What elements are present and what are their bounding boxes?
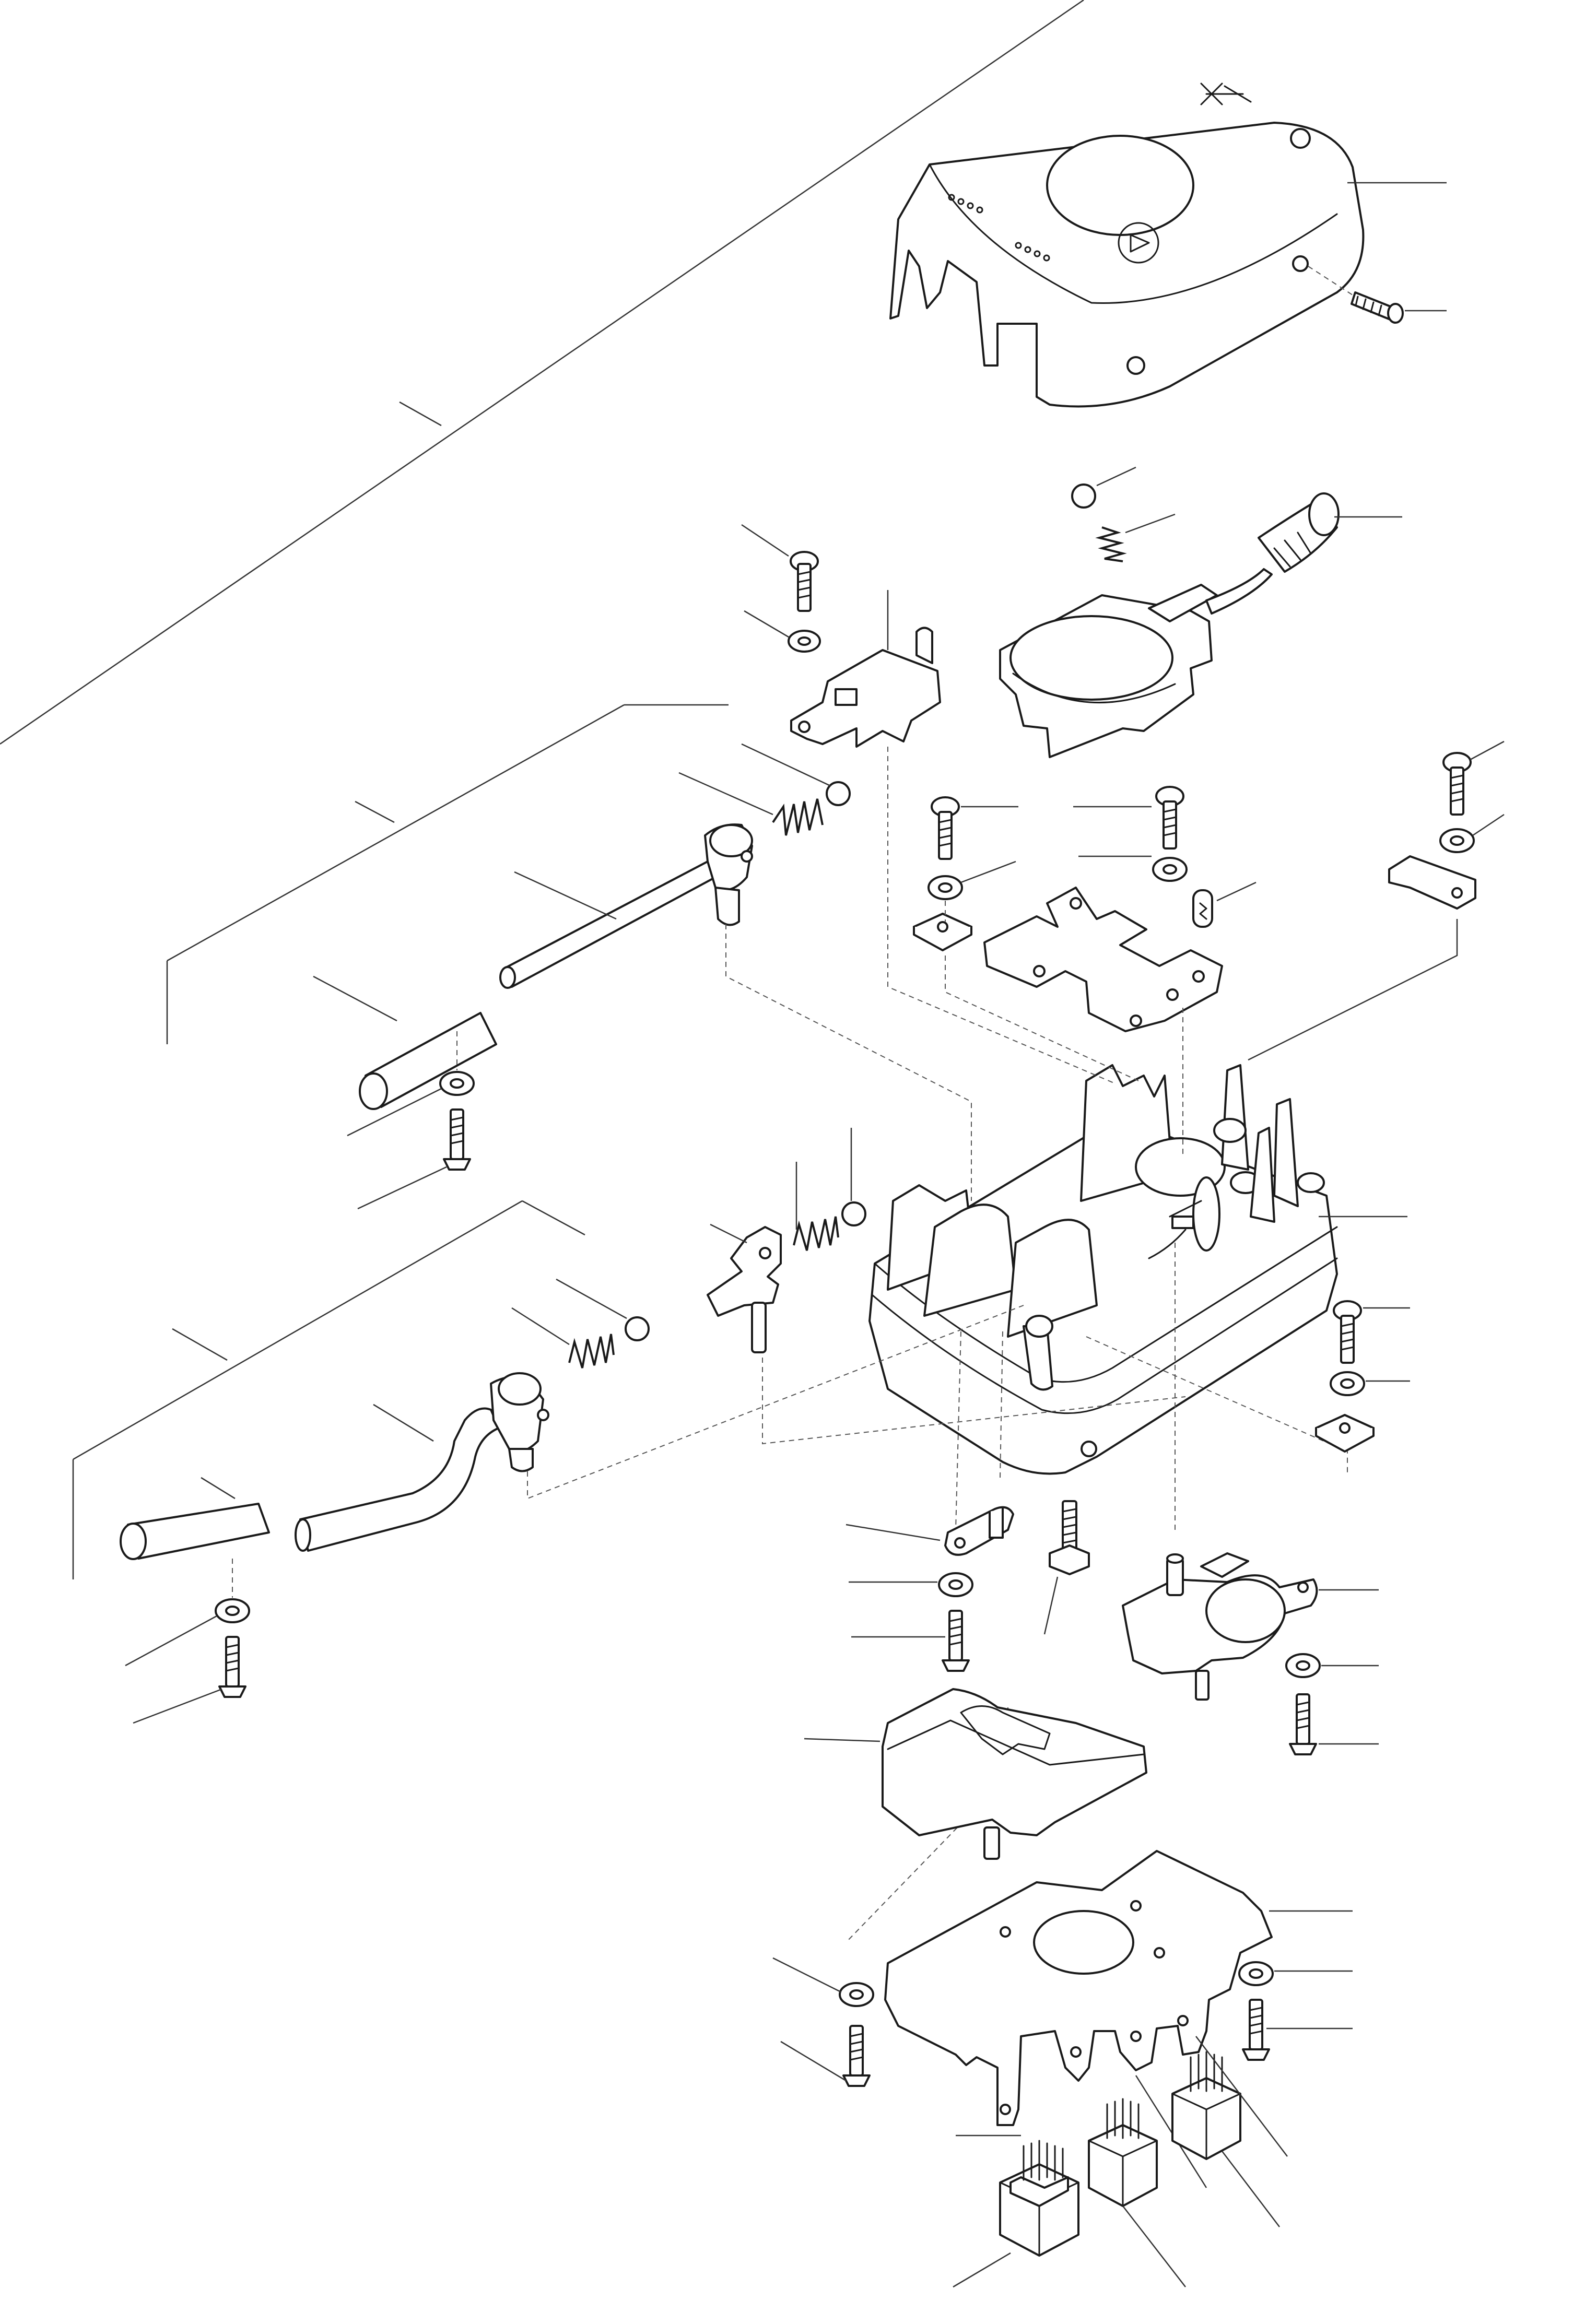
- reference-lines: [0, 0, 1084, 1579]
- rotary-switch-washer: [1285, 1653, 1379, 1678]
- small-lever-washer: [849, 1572, 973, 1597]
- rotary-switch: [1122, 1552, 1379, 1701]
- plate-screw-left: [931, 796, 1018, 860]
- lower-shaft: [295, 1372, 549, 1552]
- lower-handle-sleeve: [120, 1477, 270, 1560]
- upper-shaft-screw: [357, 1108, 471, 1210]
- cover-detent-ball: [1071, 466, 1136, 509]
- upper-shaft: [499, 823, 753, 989]
- housing-right-screw: [1333, 1300, 1410, 1364]
- upper-handle-sleeve: [313, 975, 497, 1110]
- upper-shaft-spring: [678, 772, 824, 836]
- upper-shaft-washer: [347, 1031, 475, 1137]
- square-nut-left: [913, 901, 972, 951]
- right-clip-screw: [1442, 740, 1505, 816]
- upper-shaft-ball: [741, 743, 851, 806]
- connector-middle: [1088, 2075, 1207, 2287]
- plate-screw-right: [1073, 786, 1184, 850]
- plate-washer-left: [927, 860, 1016, 900]
- base-plate-left-washer: [772, 1957, 874, 2007]
- switch-bracket-screw: [741, 524, 819, 612]
- middle-spring: [793, 1162, 839, 1251]
- top-cover: [889, 82, 1447, 408]
- middle-ball: [841, 1128, 866, 1226]
- cover-dot-row-left: [948, 194, 983, 214]
- base-plate-left-screw: [780, 2025, 871, 2087]
- lower-shaft-screw: [133, 1636, 246, 1724]
- micro-switch-bracket: [790, 590, 941, 748]
- hex-bolt: [1043, 1500, 1090, 1635]
- lever-bracket-assembly: [999, 492, 1402, 758]
- small-lever: [846, 1506, 1014, 1556]
- lower-ball: [556, 1278, 650, 1341]
- square-nut-right: [1315, 1414, 1375, 1453]
- cover-detent-spring: [1095, 513, 1176, 562]
- cover-screw: [1308, 266, 1447, 324]
- base-plate-right-washer: [1238, 1961, 1353, 1986]
- plate-washer-right: [1078, 855, 1188, 882]
- cam-follower: [707, 1223, 782, 1353]
- base-plate: [884, 1850, 1353, 2126]
- connector-left: [953, 2134, 1079, 2288]
- contact-plate: [983, 887, 1223, 1032]
- rotary-switch-screw: [1289, 1693, 1379, 1755]
- switch-bracket-washer: [744, 610, 821, 653]
- housing-right-washer: [1330, 1371, 1410, 1396]
- indicator-bulb: [1192, 881, 1257, 928]
- lower-spring: [511, 1307, 615, 1369]
- cover-dot-row-right: [1015, 242, 1050, 262]
- main-housing: [868, 1064, 1407, 1475]
- connector-right: [1171, 2036, 1288, 2227]
- cam-block: [804, 1688, 1147, 1860]
- small-lever-screw: [851, 1610, 970, 1672]
- base-plate-right-screw: [1242, 1999, 1353, 2061]
- axis-lines: [527, 747, 1348, 1943]
- right-clip-washer: [1439, 813, 1505, 853]
- lower-shaft-washer: [125, 1559, 250, 1667]
- right-clip: [1248, 855, 1476, 1061]
